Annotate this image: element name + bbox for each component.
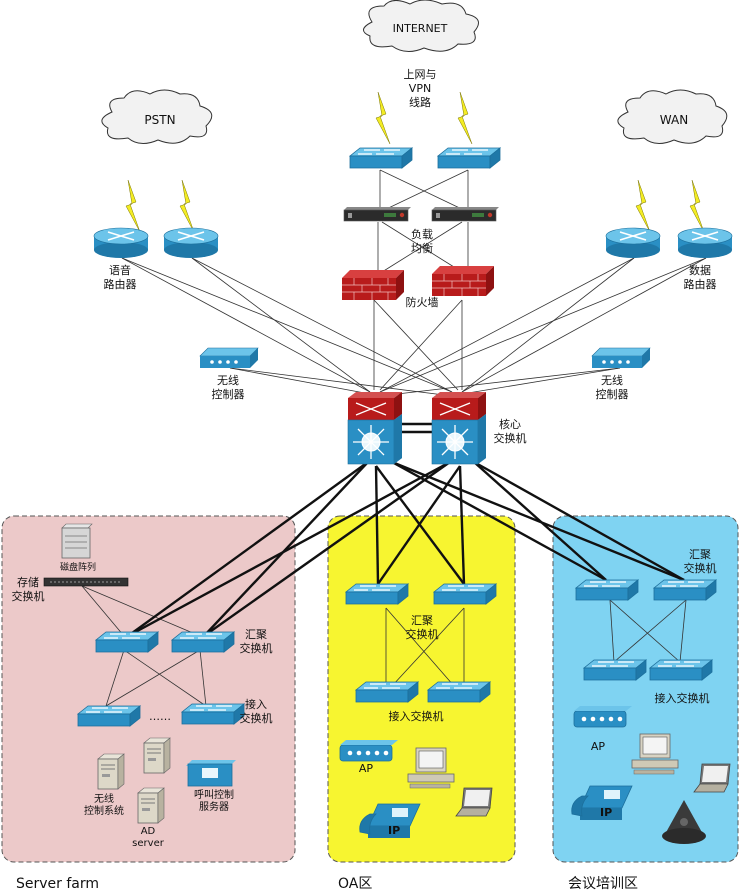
data-router-label: 数据 [689,263,711,277]
firewall-label: 防火墙 [406,295,439,309]
edge-switch-icon [437,147,501,169]
internet-cloud: INTERNET [363,0,479,52]
server-icon [97,753,125,790]
access-switch-label: 接入 [245,698,267,711]
access-switch-label: 接入交换机 [655,691,710,705]
wireless-controller-icon [591,347,651,369]
firewall-icon [341,269,405,301]
voice-router-label: 语音 [109,263,131,277]
server-farm-title: Server farm [16,876,99,892]
lightning-icon [125,179,141,233]
wan-cloud: WAN [617,89,728,144]
aggregation-switch-label: 汇聚 [245,628,267,641]
server-icon [137,787,165,824]
aggregation-switch-label: 汇聚 [411,614,433,627]
lightning-icon [179,179,195,233]
storage-switch-label: 交换机 [12,589,45,603]
storage-switch-label: 存储 [17,575,39,589]
thin-links [81,169,707,707]
ellipsis-label: …… [149,710,171,723]
aggregation-switch-label: 交换机 [240,641,273,655]
core-switch-label: 核心 [499,417,521,431]
aggregation-switch-label: 汇聚 [689,548,711,561]
voice-router-icon [93,227,149,259]
aggregation-switch-icon [95,631,159,653]
ap-label: AP [359,762,374,775]
core-switch-icon [347,391,403,465]
conference-phone-icon [662,800,706,844]
meeting-zone-title: 会议培训区 [568,876,638,892]
ap-label: AP [591,740,606,753]
access-switch-icon [77,705,141,727]
aggregation-switch-label: 交换机 [406,627,439,641]
access-point-icon [339,739,399,762]
call-control-server-icon [186,760,236,787]
core-switch-label: 交换机 [494,431,527,445]
access-switch-icon [427,681,491,703]
access-switch-icon [649,659,713,681]
edge-switch-icon [349,147,413,169]
aggregation-switch-icon [575,579,639,601]
firewall-icon [431,265,495,297]
wireless-controller-label: 控制器 [596,387,629,401]
access-switch-icon [583,659,647,681]
pstn-label: PSTN [144,113,175,127]
wan-label: WAN [660,113,688,127]
load-balancer-icon [431,206,500,222]
ad-server-label: server [132,838,165,849]
voice-router-icon [163,227,219,259]
uplink-label: 上网与 [404,68,437,81]
load-balancer-label: 负载 [411,227,433,241]
call-control-server-label: 呼叫控制 [194,788,234,801]
server-icon [143,737,171,774]
uplink-label: VPN [409,82,431,95]
wireless-control-system-label: 控制系统 [84,804,124,817]
aggregation-switch-icon [171,631,235,653]
aggregation-switch-icon [345,583,409,605]
disk-array-icon [61,523,93,559]
wireless-controller-icon [199,347,259,369]
wireless-controller-label: 控制器 [212,387,245,401]
wireless-controller-label: 无线 [217,373,239,387]
voice-router-label: 路由器 [104,277,137,291]
access-point-icon [573,705,633,728]
aggregation-switch-label: 交换机 [684,561,717,575]
access-switch-icon [181,703,245,725]
lightning-icon [375,91,391,145]
access-switch-label: 接入交换机 [389,709,444,723]
core-switch-icon [431,391,487,465]
meeting-zone [552,515,739,863]
oa-zone-title: OA区 [338,876,372,892]
access-switch-label: 交换机 [240,711,273,725]
aggregation-switch-icon [433,583,497,605]
uplink-label: 线路 [409,95,431,109]
aggregation-switch-icon [653,579,717,601]
load-balancer-label: 均衡 [411,242,433,255]
internet-label: INTERNET [393,22,448,35]
data-router-label: 路由器 [684,277,717,291]
data-router-icon [677,227,733,259]
lightning-icon [635,179,651,233]
call-control-server-label: 服务器 [199,800,229,813]
load-balancer-icon [343,206,412,222]
data-router-icon [605,227,661,259]
wireless-controller-label: 无线 [601,373,623,387]
lightning-icon [457,91,473,145]
wireless-control-system-label: 无线 [94,792,114,805]
pstn-cloud: PSTN [101,89,213,144]
storage-switch-icon [43,577,129,587]
lightning-icon [689,179,705,233]
ad-server-label: AD [141,826,156,837]
disk-array-label: 磁盘阵列 [60,561,96,573]
access-switch-icon [355,681,419,703]
